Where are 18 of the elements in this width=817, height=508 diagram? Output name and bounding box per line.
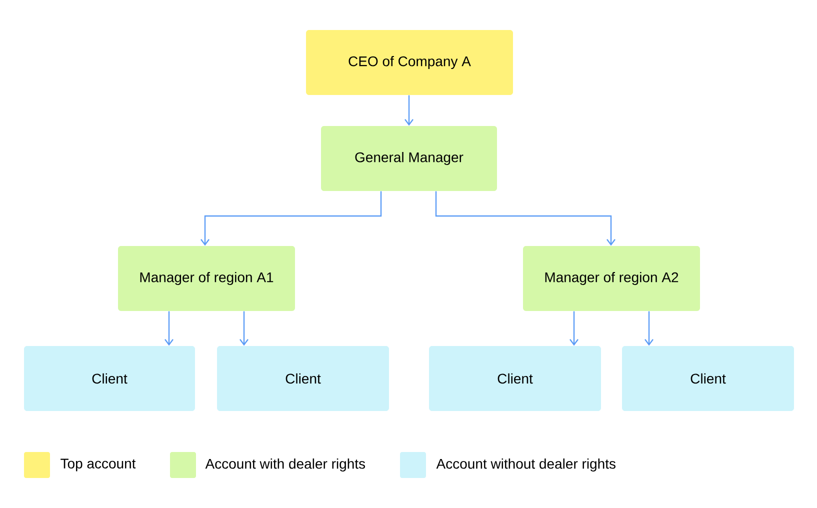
legend-label: Account without dealer rights [436,458,616,472]
org-box: Client [622,346,794,411]
org-box: General Manager [321,126,497,191]
legend-label: Top account [60,458,136,472]
org-box: CEO of Company A [306,30,513,95]
arrow [404,95,414,126]
org-box: Client [429,346,601,411]
org-box: Manager of region A1 [118,246,295,311]
arrow [435,191,616,246]
arrow [240,311,248,346]
org-box: Client [217,346,389,411]
arrow [570,311,578,346]
arrow [164,311,174,346]
org-box: Manager of region A2 [523,246,700,311]
org-box: Client [24,346,195,411]
legend-label: Account with dealer rights [205,458,366,472]
arrow [200,191,382,246]
arrow [644,311,654,346]
